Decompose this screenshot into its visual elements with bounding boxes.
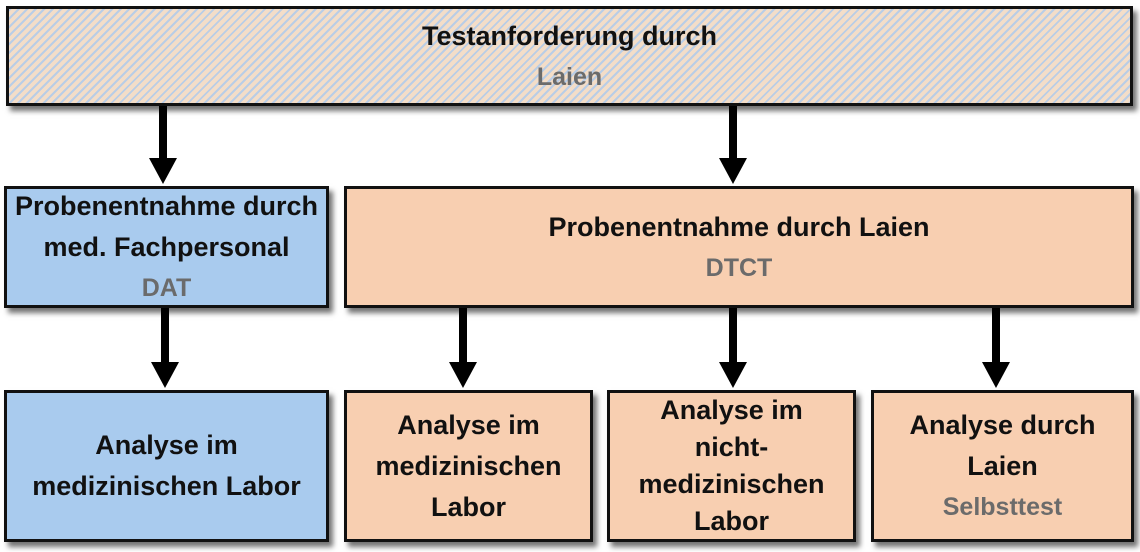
sampling-professional-sub: DAT — [141, 274, 192, 302]
test-request-sub: Laien — [536, 62, 603, 91]
sampling-laien-box: Probenentnahme durch Laien DTCT — [344, 186, 1134, 308]
sampling-laien-title: Probenentnahme durch Laien — [548, 211, 930, 242]
analysis-lab-laien-line1: Analyse im — [397, 409, 540, 440]
analysis-nonmedical-line2: nicht- — [694, 432, 769, 462]
arrow-right-to-lab — [449, 308, 477, 388]
test-request-box: Testanforderung durch Laien — [6, 6, 1133, 106]
analysis-lab-laien-box: Analyse im medizinischen Labor — [344, 390, 593, 542]
analysis-nonmedical-line1: Analyse im — [660, 395, 803, 425]
sampling-professional-line2: med. Fachpersonal — [43, 232, 290, 262]
arrow-left-to-lab — [151, 308, 179, 388]
test-request-title: Testanforderung durch — [421, 20, 717, 51]
analysis-self-test-line2: Laien — [967, 451, 1038, 481]
sampling-professional-box: Probenentnahme durch med. Fachpersonal D… — [4, 186, 329, 308]
sampling-professional-line1: Probenentnahme durch — [14, 191, 319, 221]
arrow-right-to-nonmedical-lab — [719, 308, 747, 388]
arrow-top-to-left — [149, 106, 177, 184]
analysis-self-test-sub: Selbsttest — [942, 493, 1063, 521]
analysis-nonmedical-line3: medizinischen — [638, 469, 825, 499]
analysis-lab-professional-line1: Analyse im — [95, 430, 238, 460]
analysis-lab-professional-box: Analyse im medizinischen Labor — [4, 390, 329, 542]
sampling-laien-sub: DTCT — [705, 253, 773, 282]
analysis-lab-laien-line3: Labor — [430, 491, 506, 522]
analysis-lab-laien-line2: medizinischen — [375, 450, 562, 481]
analysis-self-test-box: Analyse durch Laien Selbsttest — [871, 390, 1134, 542]
analysis-nonmedical-lab-box: Analyse im nicht- medizinischen Labor — [607, 390, 856, 542]
arrow-top-to-right — [719, 106, 747, 184]
analysis-self-test-line1: Analyse durch — [909, 410, 1096, 440]
analysis-lab-professional-line2: medizinischen Labor — [32, 471, 301, 501]
arrow-right-to-self-test — [982, 308, 1010, 388]
analysis-nonmedical-line4: Labor — [693, 506, 769, 536]
